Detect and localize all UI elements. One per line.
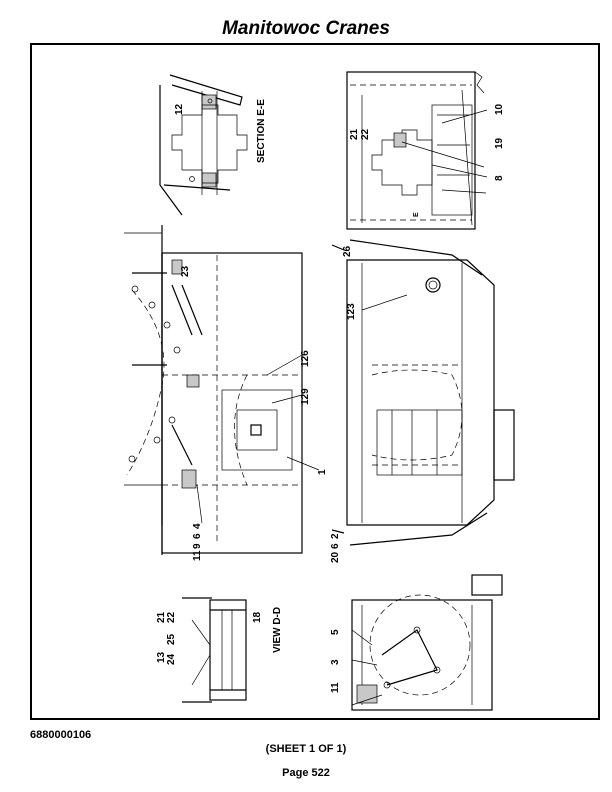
callout-11-mid: 11: [192, 550, 203, 561]
callout-18: 18: [252, 611, 263, 623]
callout-19: 19: [494, 137, 505, 149]
callout-8: 8: [494, 175, 505, 181]
callout-1: 1: [317, 469, 328, 475]
e-marker: E: [413, 212, 420, 217]
callout-20: 20: [330, 551, 341, 563]
callout-24: 24: [166, 653, 177, 665]
callout-126: 126: [300, 350, 311, 367]
upper-right-view: [346, 71, 488, 230]
callout-10: 10: [494, 103, 505, 115]
lower-right-view: [351, 574, 503, 711]
callout-5: 5: [330, 629, 341, 635]
callout-21-dd: 21: [156, 611, 167, 623]
callout-6b: 6: [330, 543, 341, 549]
document-number: 6880000106: [30, 729, 92, 741]
technical-drawing: 12 SECTION E-E 21 22 10 19 8 E: [124, 71, 515, 711]
callout-4: 4: [192, 523, 203, 529]
callout-6: 6: [192, 533, 203, 539]
sheet-indicator: (SHEET 1 OF 1): [265, 743, 347, 755]
view-d-d: [182, 597, 247, 703]
callout-23: 23: [180, 265, 191, 277]
callout-9: 9: [192, 543, 203, 549]
main-side-view: [124, 225, 320, 555]
callout-13: 13: [156, 651, 167, 663]
callout-22-dd: 22: [166, 611, 177, 623]
callout-3: 3: [330, 659, 341, 665]
callout-11-bot: 11: [330, 682, 341, 693]
section-e-e: [159, 74, 248, 216]
callout-2: 2: [330, 533, 341, 539]
callout-123: 123: [346, 303, 357, 320]
callout-12: 12: [174, 103, 185, 115]
callout-26: 26: [342, 245, 353, 257]
callout-21: 21: [349, 128, 360, 140]
main-plan-view: [331, 239, 515, 546]
section-e-e-label: SECTION E-E: [256, 99, 267, 163]
callout-129: 129: [300, 388, 311, 405]
callout-22: 22: [360, 128, 371, 140]
page-title: Manitowoc Cranes: [222, 18, 390, 39]
page-number: Page 522: [282, 767, 330, 779]
drawing-frame: 12 SECTION E-E 21 22 10 19 8 E: [30, 43, 600, 720]
view-d-d-label: VIEW D-D: [272, 607, 283, 653]
callout-25: 25: [166, 633, 177, 645]
